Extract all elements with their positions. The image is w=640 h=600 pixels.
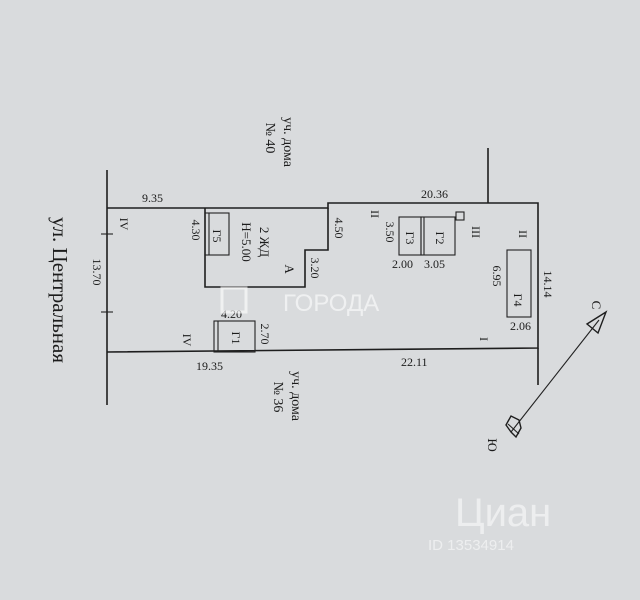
mark-ii-right: II xyxy=(516,230,530,238)
dim-right-side: 14.14 xyxy=(541,271,555,298)
mark-iii: III xyxy=(469,226,483,238)
outbuilding-g5 xyxy=(204,212,230,256)
dim-house-notch: 3.20 xyxy=(308,258,322,279)
dim-g1-width: 4.20 xyxy=(221,307,242,321)
dim-g3-width: 2.00 xyxy=(392,257,413,271)
outbuilding-g2 xyxy=(420,216,456,256)
dim-top-left: 9.35 xyxy=(142,191,163,205)
neighbor-north-line1: уч. дома xyxy=(280,117,295,168)
arrow-tail-icon xyxy=(505,415,522,439)
g4-label: Г4 xyxy=(511,294,525,307)
cian-watermark-text: Циан xyxy=(455,491,551,535)
gorod-watermark: ГОРОДА xyxy=(220,286,379,317)
mark-iv-bottom: IV xyxy=(180,334,194,347)
dim-left-side: 13.70 xyxy=(90,259,104,286)
cian-watermark: Циан ID 13534914 xyxy=(428,491,551,554)
dim-house-step: 4.50 xyxy=(332,218,346,239)
g2-label: Г2 xyxy=(433,232,447,245)
dim-bottom-right: 22.11 xyxy=(401,355,428,369)
small-structure-iii xyxy=(455,211,465,221)
neighbor-south-line1: уч. дома xyxy=(288,371,303,422)
dim-bottom-left: 19.35 xyxy=(196,359,223,373)
dim-g2-width: 3.05 xyxy=(424,257,445,271)
compass-north-label: С xyxy=(589,301,604,310)
dim-g1-depth: 2.70 xyxy=(258,324,272,345)
dim-top-right: 20.36 xyxy=(421,187,448,201)
house-letter-label: А xyxy=(282,264,297,274)
compass-south-label: Ю xyxy=(485,438,500,451)
dim-g4-width: 2.06 xyxy=(510,319,531,333)
mark-iv-top: IV xyxy=(117,218,131,231)
mark-i: I xyxy=(477,337,491,341)
gorod-watermark-text: ГОРОДА xyxy=(283,290,379,317)
house-height-label: Н=5.00 xyxy=(239,222,254,261)
compass-arrow xyxy=(505,310,608,439)
outbuilding-g4 xyxy=(506,249,532,318)
house-type-label: 2 ЖД xyxy=(257,227,272,257)
dim-g5-side: 4.30 xyxy=(189,220,203,241)
street-label: ул. Центральная xyxy=(48,217,72,363)
mark-ii-house: II xyxy=(368,210,382,218)
neighbor-south-line2: № 36 xyxy=(270,382,285,413)
outbuilding-g1 xyxy=(213,320,256,353)
gorod-logo-icon xyxy=(220,286,248,314)
neighbor-north-line2: № 40 xyxy=(262,123,277,154)
g5-label: Г5 xyxy=(210,230,224,243)
g3-label: Г3 xyxy=(403,232,417,245)
g1-label: Г1 xyxy=(229,332,243,345)
dim-g3-height: 3.50 xyxy=(383,222,397,243)
dim-g4-length: 6.95 xyxy=(490,266,504,287)
plot-boundary xyxy=(106,202,539,353)
cian-watermark-id: ID 13534914 xyxy=(428,537,514,554)
arrow-head-icon xyxy=(585,310,608,335)
house-a-outline xyxy=(204,208,329,288)
